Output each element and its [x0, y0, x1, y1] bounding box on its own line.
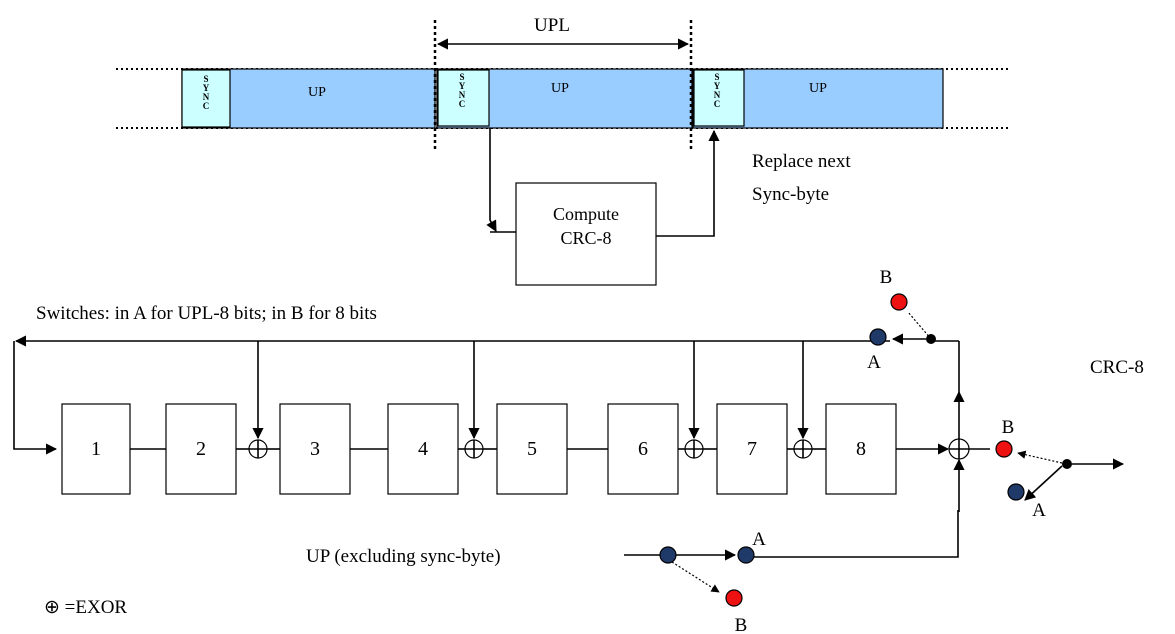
output-pivot	[1062, 459, 1072, 469]
output-switch-a	[1007, 483, 1025, 501]
output-label: CRC-8	[1090, 357, 1144, 378]
feedback-return	[13, 341, 58, 455]
compute-crc-box	[515, 182, 657, 286]
svg-text:S: S	[459, 72, 464, 82]
xor-gate-6-7	[684, 439, 704, 459]
register-label-7: 7	[747, 438, 757, 460]
compute-label-line1: Compute	[553, 204, 619, 224]
xor-gate-output	[948, 438, 970, 460]
up-label-2: UP	[551, 81, 569, 96]
svg-text:S: S	[714, 72, 719, 82]
svg-text:Y: Y	[459, 81, 466, 91]
output-switch: B A CRC-8	[969, 357, 1144, 521]
up-label-3: UP	[809, 81, 827, 96]
input-switch-a	[737, 546, 755, 564]
input-to-output-xor	[754, 510, 959, 558]
up-label-1: UP	[308, 85, 326, 100]
arrow-sync-to-compute	[486, 128, 497, 232]
svg-text:N: N	[714, 90, 721, 100]
register-label-2: 2	[196, 438, 206, 460]
input-switch: UP (excluding sync-byte) A B	[306, 458, 965, 634]
register-label-1: 1	[91, 438, 101, 460]
register-label-8: 8	[856, 438, 866, 460]
feedback-switch-b	[890, 293, 908, 311]
register-label-4: 4	[418, 438, 428, 460]
switches-note: Switches: in A for UPL-8 bits; in B for …	[36, 303, 377, 324]
register-label-3: 3	[310, 438, 320, 460]
svg-text:Y: Y	[203, 83, 210, 93]
svg-text:C: C	[459, 99, 466, 109]
crc-lfsr: Switches: in A for UPL-8 bits; in B for …	[13, 267, 1144, 634]
sync-byte-3	[693, 69, 745, 127]
register-cell-3	[279, 403, 351, 495]
input-switch-b	[725, 589, 743, 607]
input-label-a: A	[752, 529, 766, 550]
input-label: UP (excluding sync-byte)	[306, 546, 501, 567]
register-label-5: 5	[527, 438, 537, 460]
svg-text:C: C	[714, 99, 721, 109]
sync-byte-2	[437, 69, 490, 127]
sync-byte-1	[181, 69, 231, 128]
output-switch-b	[995, 440, 1013, 458]
register-cell-4	[387, 403, 459, 495]
svg-text:N: N	[459, 90, 466, 100]
xor-gate-7-8	[793, 439, 813, 459]
exor-legend: ⊕ =EXOR	[44, 597, 127, 618]
xor-gate-4-5	[464, 439, 484, 459]
compute-path: Compute CRC-8 Replace next Sync-byte	[486, 128, 851, 286]
register-label-6: 6	[638, 438, 648, 460]
svg-text:S: S	[203, 74, 208, 84]
feedback-label-b: B	[880, 267, 893, 288]
upl-label: UPL	[534, 15, 570, 36]
feedback-switch-a	[869, 328, 887, 346]
xor-gate-2-3	[248, 439, 268, 459]
svg-text:N: N	[203, 92, 210, 102]
register-cell-2	[165, 403, 237, 495]
compute-label-line2: CRC-8	[560, 228, 611, 248]
replace-note-line2: Sync-byte	[752, 184, 829, 205]
packet-stream: UP UP UP S Y N C S Y N C S Y N C	[116, 15, 1010, 150]
sync-text-2: S Y N C	[459, 72, 466, 109]
sync-text-3: S Y N C	[714, 72, 721, 109]
replace-note-line1: Replace next	[752, 151, 851, 172]
arrow-compute-to-next-sync	[656, 129, 720, 237]
sync-text-1: S Y N C	[203, 74, 210, 111]
feedback-switch: B A	[867, 267, 936, 373]
output-label-b: B	[1002, 417, 1015, 438]
svg-text:C: C	[203, 101, 210, 111]
input-label-b: B	[735, 615, 748, 634]
output-label-a: A	[1032, 500, 1046, 521]
input-pivot	[659, 546, 677, 564]
feedback-label-a: A	[867, 352, 881, 373]
svg-text:Y: Y	[714, 81, 721, 91]
